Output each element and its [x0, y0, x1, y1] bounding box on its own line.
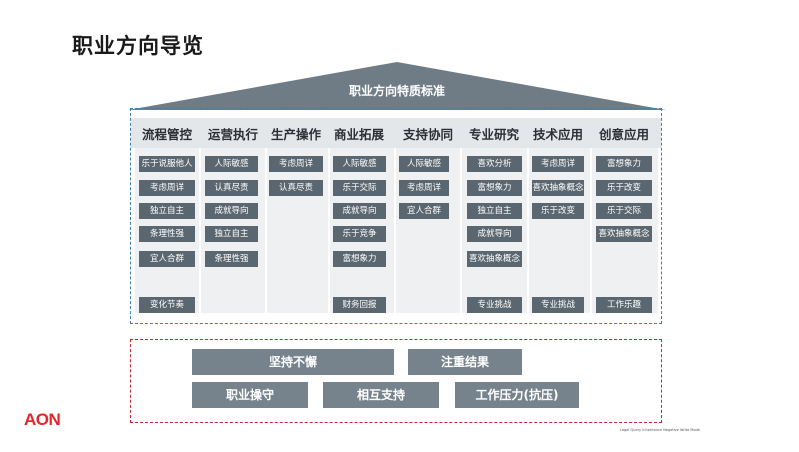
column-header: 流程管控 [141, 127, 192, 142]
trait-chip: 成就导向 [467, 226, 522, 242]
motivation-chip: 专业挑战 [467, 297, 522, 313]
trait-chip: 乐于竞争 [333, 226, 386, 242]
aon-logo: AON [24, 410, 61, 429]
column-body [396, 148, 460, 313]
trait-chip: 喜欢抽象概念 [467, 251, 522, 267]
page-title: 职业方向导览 [72, 34, 204, 58]
trait-chip: 考虑周详 [139, 180, 195, 196]
trait-chip: 喜欢抽象概念 [532, 180, 584, 196]
trait-chip: 认真尽责 [269, 180, 323, 196]
trait-chip: 喜欢抽象概念 [596, 226, 652, 242]
column-header-band [131, 118, 661, 148]
motivation-chip: 变化节奏 [139, 297, 195, 313]
core-traits-frame [130, 339, 662, 423]
trait-chip: 乐于交际 [596, 203, 652, 219]
trait-chip: 独立自主 [467, 203, 522, 219]
career-direction-frame [130, 108, 662, 324]
trait-chip: 人际敏感 [205, 156, 258, 172]
trait-chip: 独立自主 [139, 203, 195, 219]
core-trait-bar: 工作压力(抗压) [455, 382, 579, 408]
trait-chip: 人际敏感 [399, 156, 449, 172]
roof-shape [128, 62, 666, 110]
trait-chip: 宜人合群 [399, 203, 449, 219]
core-trait-bar: 注重结果 [408, 349, 522, 375]
trait-chip: 成就导向 [205, 203, 258, 219]
trait-chip: 成就导向 [333, 203, 386, 219]
core-trait-bar: 相互支持 [323, 382, 439, 408]
motivation-chip: 财务回报 [333, 297, 386, 313]
trait-chip: 考虑周详 [269, 156, 323, 172]
trait-chip: 条理性强 [205, 251, 258, 267]
column-header: 支持协同 [402, 127, 453, 142]
core-trait-bar: 坚持不懈 [192, 349, 394, 375]
trait-chip: 认真尽责 [205, 180, 258, 196]
column-header: 生产操作 [270, 127, 321, 142]
trait-chip: 乐于改变 [532, 203, 584, 219]
core-trait-bar: 职业操守 [192, 382, 308, 408]
column-header: 技术应用 [532, 127, 583, 142]
column-header: 专业研究 [468, 127, 519, 142]
column-header: 运营执行 [207, 127, 258, 142]
roof-label: 职业方向特质标准 [348, 84, 445, 98]
motivation-chip: 工作乐趣 [596, 297, 652, 313]
trait-chip: 宜人合群 [139, 251, 195, 267]
trait-chip: 乐于交际 [333, 180, 386, 196]
fine-print: Legal Query Inheritance Negative Write M… [620, 428, 700, 432]
trait-chip: 乐于说服他人 [139, 156, 195, 172]
column-header: 商业拓展 [333, 127, 384, 142]
trait-chip: 考虑周详 [399, 180, 449, 196]
trait-chip: 人际敏感 [333, 156, 386, 172]
trait-chip: 富想象力 [467, 180, 522, 196]
trait-chip: 独立自主 [205, 226, 258, 242]
motivation-chip: 专业挑战 [532, 297, 584, 313]
column-body [267, 148, 328, 313]
column-header: 创意应用 [598, 127, 649, 142]
trait-chip: 条理性强 [139, 226, 195, 242]
trait-chip: 富想象力 [596, 156, 652, 172]
column-body [529, 148, 590, 313]
trait-chip: 考虑周详 [532, 156, 584, 172]
trait-chip: 富想象力 [333, 251, 386, 267]
trait-chip: 喜欢分析 [467, 156, 522, 172]
trait-chip: 乐于改变 [596, 180, 652, 196]
